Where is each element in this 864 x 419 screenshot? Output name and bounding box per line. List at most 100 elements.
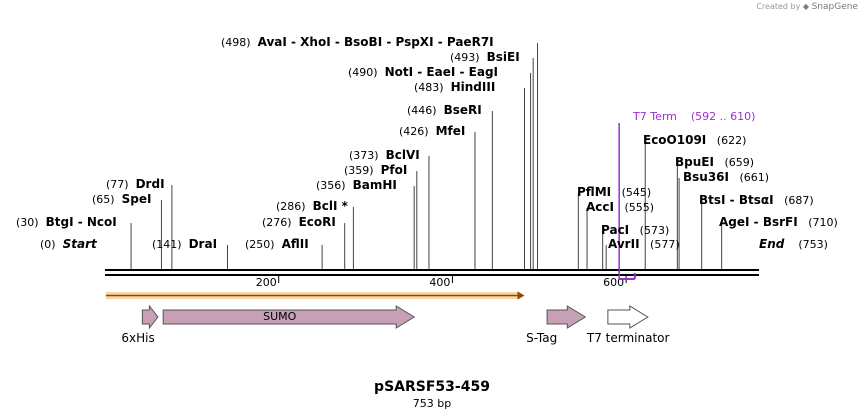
t7-term-label: T7 Term (592 .. 610) [633, 110, 755, 123]
site-label[interactable]: (30) BtgI - NcoI [16, 215, 117, 229]
enzyme-name: BpuEI [675, 155, 714, 169]
ruler-ticks: 200 400 600 [256, 276, 627, 289]
tick-label: 600 [603, 276, 624, 289]
plasmid-size: 753 bp [412, 397, 452, 410]
site-position: (710) [808, 216, 838, 229]
site-label[interactable]: BtsI - BtsαI (687) [699, 193, 814, 207]
site-position: (426) [399, 125, 429, 138]
snapgene-credit: Created by ◆ SnapGene [756, 2, 858, 12]
feature-arrow[interactable] [546, 305, 587, 329]
enzyme-name: AflII [281, 237, 309, 251]
orf-arrow[interactable] [105, 291, 525, 300]
start-label: (0) Start [40, 237, 97, 251]
enzyme-name: BclI * [312, 199, 348, 213]
site-position: (77) [106, 178, 129, 191]
orf-arrowhead [517, 291, 525, 300]
enzyme-name: BtsI - BtsαI [699, 193, 774, 207]
site-label[interactable]: (359) PfoI [344, 163, 407, 177]
plasmid-name: pSARSF53-459 [374, 379, 490, 395]
site-label[interactable]: PacI (573) [601, 223, 669, 237]
site-label[interactable]: AvrII (577) [608, 237, 680, 251]
site-position: (446) [407, 104, 437, 117]
site-label[interactable]: EcoO109I (622) [643, 133, 746, 147]
enzyme-name: SpeI [121, 192, 152, 206]
enzyme-name: BsiEI [486, 50, 520, 64]
site-label[interactable]: (490) NotI - EaeI - EagI [348, 65, 498, 79]
enzyme-name: BtgI - NcoI [45, 215, 117, 229]
snapgene-logo-icon: ◆ [802, 2, 810, 11]
enzyme-name: PflMI [577, 185, 612, 199]
site-position: (545) [621, 186, 652, 199]
site-position: (687) [784, 194, 814, 207]
site-position: (276) [262, 216, 292, 229]
site-position: (373) [349, 149, 379, 162]
end-label: End (753) [759, 237, 828, 251]
site-label[interactable]: (141) DraI [152, 237, 217, 251]
feature-label: 6xHis [121, 331, 154, 345]
site-label[interactable]: (426) MfeI [399, 124, 465, 138]
enzyme-name: EcoRI [298, 215, 336, 229]
site-label[interactable]: Bsu36I (661) [683, 170, 769, 184]
site-label[interactable]: AgeI - BsrFI (710) [719, 215, 838, 229]
feature-arrow[interactable] [162, 305, 416, 329]
t7-term-range: (592 .. 610) [690, 110, 756, 123]
enzyme-name: EcoO109I [643, 133, 707, 147]
site-position: (573) [639, 224, 670, 237]
sequence-backbone [105, 269, 759, 276]
site-position: (483) [414, 81, 444, 94]
site-position: (498) [221, 36, 251, 49]
enzyme-name: BseRI [443, 103, 482, 117]
enzyme-name: AvrII [608, 237, 640, 251]
t7-term-marker [618, 123, 636, 280]
site-label[interactable]: (356) BamHI [316, 178, 397, 192]
tick-label: 400 [429, 276, 450, 289]
enzyme-name: Bsu36I [683, 170, 729, 184]
site-position: (659) [724, 156, 755, 169]
site-position: (30) [16, 216, 39, 229]
site-label[interactable]: (498) AvaI - XhoI - BsoBI - PspXI - PaeR… [221, 35, 494, 49]
site-label[interactable]: PflMI (545) [577, 185, 651, 199]
site-position: (493) [450, 51, 480, 64]
site-position: (661) [739, 171, 770, 184]
feature-arrow[interactable] [607, 305, 649, 329]
site-label[interactable]: (493) BsiEI [450, 50, 520, 64]
site-position: (555) [624, 201, 655, 214]
enzyme-name: BamHI [352, 178, 397, 192]
site-position: (286) [276, 200, 306, 213]
tick-label: 200 [256, 276, 277, 289]
feature-label: T7 terminator [586, 331, 670, 345]
enzyme-name: AvaI - XhoI - BsoBI - PspXI - PaeR7I [257, 35, 494, 49]
site-position: (65) [92, 193, 115, 206]
cut-site-lines [130, 43, 723, 269]
enzyme-name: AgeI - BsrFI [719, 215, 798, 229]
enzyme-name: PacI [601, 223, 630, 237]
site-position: (356) [316, 179, 346, 192]
site-label[interactable]: (286) BclI * [276, 199, 348, 213]
site-label[interactable]: (250) AflII [245, 237, 309, 251]
site-label[interactable]: BpuEI (659) [675, 155, 754, 169]
site-label[interactable]: (276) EcoRI [262, 215, 336, 229]
enzyme-name: MfeI [435, 124, 466, 138]
site-label[interactable]: (446) BseRI [407, 103, 482, 117]
site-position: (622) [716, 134, 747, 147]
site-label[interactable]: (483) HindIII [414, 80, 495, 94]
enzyme-name: DrdI [135, 177, 165, 191]
site-position: (141) [152, 238, 182, 251]
site-position: (359) [344, 164, 374, 177]
enzyme-name: DraI [188, 237, 218, 251]
enzyme-name: PfoI [380, 163, 408, 177]
feature-arrow[interactable] [141, 304, 159, 330]
site-label[interactable]: (77) DrdI [106, 177, 165, 191]
site-position: (490) [348, 66, 378, 79]
feature-label: SUMO [263, 310, 297, 323]
enzyme-name: NotI - EaeI - EagI [384, 65, 499, 79]
enzyme-name: BclVI [385, 148, 420, 162]
site-label[interactable]: (65) SpeI [92, 192, 151, 206]
site-position: (577) [650, 238, 680, 251]
enzyme-name: AccI [586, 200, 614, 214]
site-label[interactable]: (373) BclVI [349, 148, 420, 162]
site-label[interactable]: AccI (555) [586, 200, 654, 214]
t7-term-name: T7 Term [633, 110, 677, 123]
